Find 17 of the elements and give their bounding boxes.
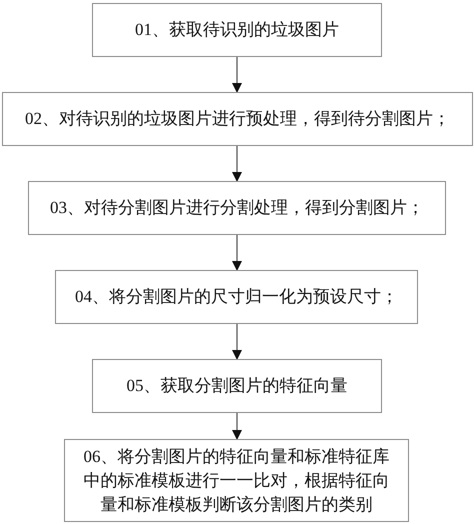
arrow: [232, 324, 242, 360]
step-text: 05、获取分割图片的特征向量: [126, 375, 348, 397]
arrow: [232, 57, 242, 93]
process-box: [28, 181, 446, 235]
process-box: [64, 439, 409, 522]
arrow: [232, 146, 242, 182]
step-text: 06、将分割图片的特征向量和标准特征库中的标准模板进行一一比对，根据特征向量和标准模板判断该分割图片的类别: [82, 446, 390, 516]
arrow: [232, 413, 242, 440]
process-box: [92, 3, 382, 57]
arrow: [232, 235, 242, 271]
step-text: 01、获取待识别的垃圾图片: [135, 19, 339, 41]
process-box: [2, 92, 473, 146]
process-box: [92, 359, 382, 413]
step-text: 02、对待识别的垃圾图片进行预处理，得到待分割图片；: [25, 108, 450, 130]
process-box: [55, 270, 418, 324]
step-text: 04、将分割图片的尺寸归一化为预设尺寸；: [75, 286, 398, 308]
step-text: 03、对待分割图片进行分割处理，得到分割图片；: [50, 197, 424, 219]
